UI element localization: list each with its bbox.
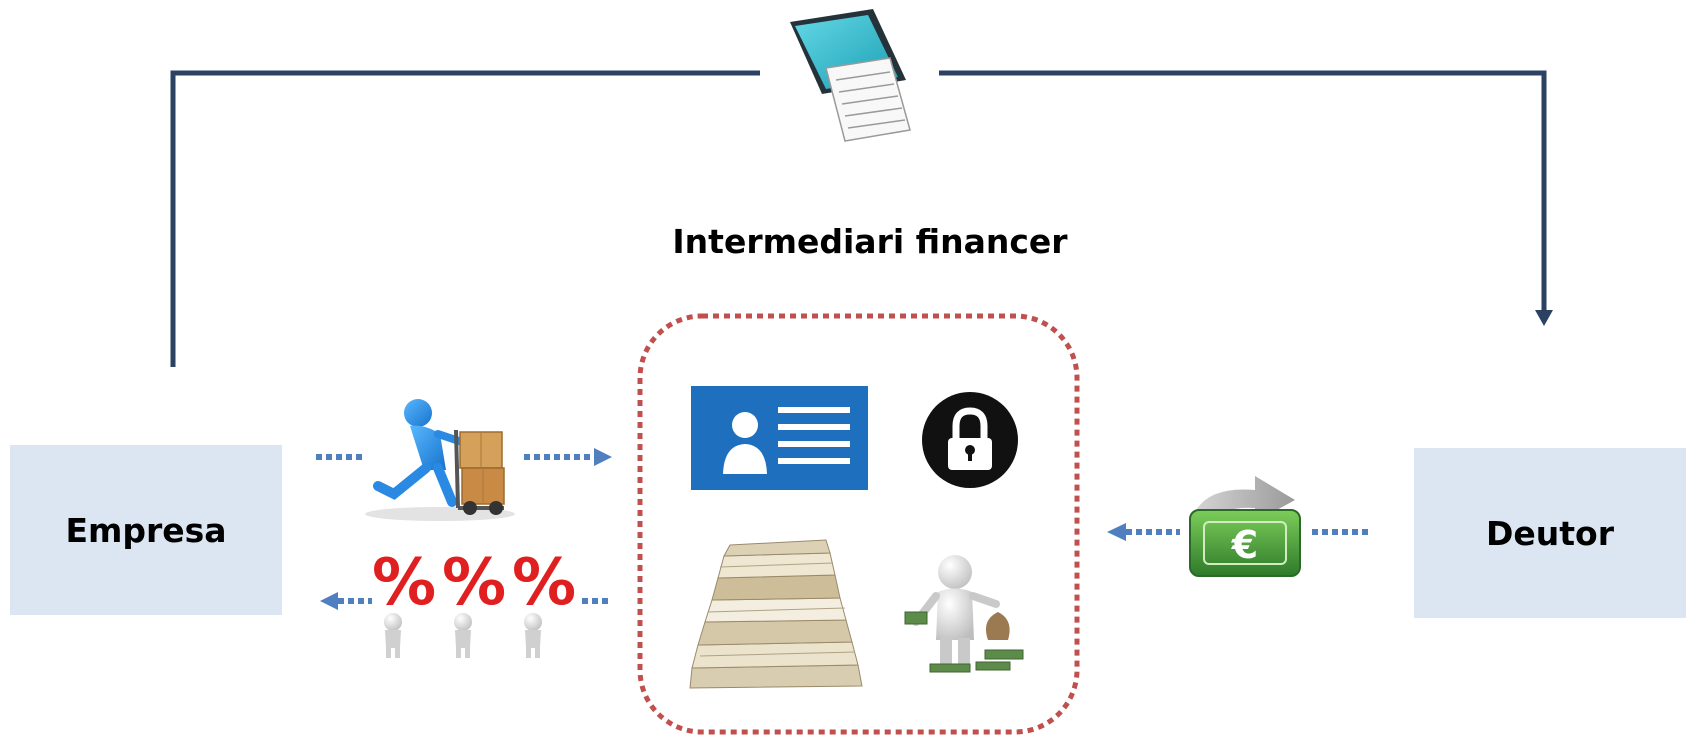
percent-figure-2: % — [442, 546, 506, 658]
percent-figure-3: % — [512, 546, 576, 658]
diagram-title: Intermediari financer — [672, 222, 1068, 261]
euro-transfer-icon: € — [1189, 476, 1301, 577]
connector-arrowhead — [1535, 310, 1553, 326]
id-card-icon — [691, 386, 868, 490]
percent-figure-1: % — [372, 546, 436, 658]
padlock-icon — [922, 392, 1018, 488]
flow-arrows — [316, 448, 1370, 610]
arrow-goods-to-intermediary — [524, 448, 612, 466]
money-person-icon — [904, 555, 1024, 673]
document-stack-icon — [689, 539, 863, 689]
arrow-payment-to-intermediary — [1107, 523, 1180, 541]
intermediary-border — [637, 313, 1080, 735]
invoice-printer-icon — [790, 9, 911, 142]
company-box: Empresa — [10, 445, 282, 615]
connector-left-segment — [170, 70, 760, 367]
debtor-box: Deutor — [1414, 448, 1686, 618]
company-label: Empresa — [65, 510, 227, 550]
delivery-person-icon — [365, 399, 515, 521]
svg-text:%: % — [372, 546, 436, 620]
percent-figures-icon: % % % — [372, 546, 576, 658]
svg-text:%: % — [512, 546, 576, 620]
connector-right-segment — [939, 70, 1547, 312]
top-connector — [170, 70, 1553, 367]
svg-text:%: % — [442, 546, 506, 620]
debtor-label: Deutor — [1486, 513, 1614, 553]
arrow-intermediary-to-company — [320, 592, 612, 610]
svg-text:€: € — [1231, 523, 1258, 567]
